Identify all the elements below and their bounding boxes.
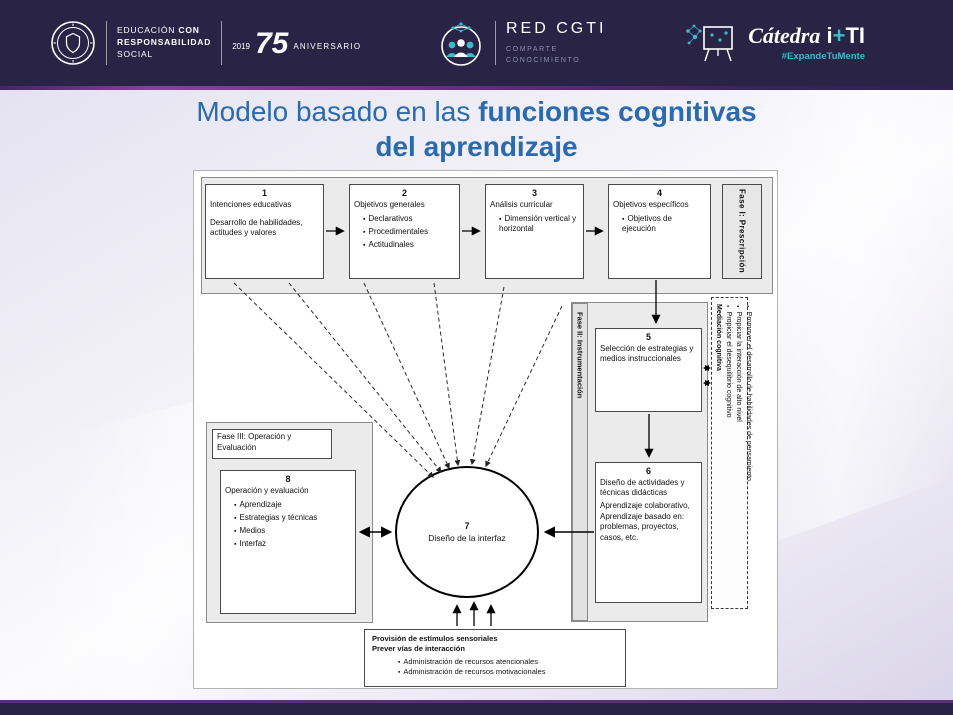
mediacion-cognitiva-content: Mediación cognitiva Propiciar el desequi… (714, 304, 753, 602)
red-cgti-subtitle: COMPARTE CONOCIMIENTO (506, 44, 606, 66)
fase2-label-text: Fase II: Instrumentación (575, 312, 585, 399)
udg-logo-group: EDUCACIÓN CON RESPONSABILIDAD SOCIAL 201… (50, 20, 361, 66)
box-body: Desarrollo de habilidades, actitudes y v… (210, 218, 303, 238)
box-intenciones-educativas: 1 Intenciones educativas Desarrollo de h… (205, 184, 324, 279)
list-item: Administración de recursos motivacionale… (398, 667, 618, 677)
catedra-plus-label: + (832, 23, 846, 48)
box-number: 5 (645, 332, 651, 342)
list-item: Actitudinales (363, 240, 455, 250)
mediacion-cognitiva-box: Mediación cognitiva Propiciar el desequi… (711, 297, 752, 609)
divider (221, 21, 223, 65)
fase2-vertical-label: Fase II: Instrumentación (572, 303, 588, 621)
catedra-iti-text: Cátedra i+TI #ExpandeTuMente (748, 24, 865, 63)
expande-tu-mente-hashtag: #ExpandeTuMente (781, 51, 865, 62)
bottom-box-list: Administración de recursos atencionales … (372, 657, 618, 678)
list-item: Declarativos (363, 214, 455, 224)
title-bold: funciones cognitivas (478, 96, 757, 127)
box-body: Aprendizaje colaborativo, Aprendizaje ba… (600, 501, 690, 542)
red-cgti-logo-group: RED CGTI COMPARTE CONOCIMIENTO (437, 19, 606, 67)
title-regular: Modelo basado en las (196, 96, 471, 127)
box-number: 2 (401, 188, 407, 198)
box-seleccion-estrategias: 5 Selección de estrategias y medios inst… (595, 328, 702, 412)
box-objetivos-generales: 2 Objetivos generales Declarativos Proce… (349, 184, 460, 279)
box-title: Análisis curricular (490, 199, 553, 209)
university-seal-icon (51, 21, 95, 65)
con-label: CON (178, 25, 200, 36)
box-operacion-evaluacion: 8 Operación y evaluación Aprendizaje Est… (220, 470, 356, 614)
divider (106, 21, 107, 65)
box-title: Diseño de actividades y técnicas didácti… (600, 477, 685, 498)
fase1-label-text: Fase I: Prescripción (737, 189, 747, 274)
box-diseno-actividades: 6 Diseño de actividades y técnicas didác… (595, 462, 702, 603)
box-number: 3 (531, 188, 537, 198)
circle-diseno-interfaz: 7 Diseño de la interfaz (395, 466, 539, 598)
box-title: Operación y evaluación (225, 485, 309, 495)
box-number: 4 (656, 188, 662, 198)
catedra-easel-icon (686, 24, 734, 62)
divider (495, 21, 496, 65)
comparte-label: COMPARTE (506, 45, 558, 53)
box-title: Objetivos específicos (613, 199, 689, 209)
list-item: Medios (234, 526, 351, 536)
box-title: Objetivos generales (354, 199, 425, 209)
box-provision-estimulos: Provisión de estímulos sensoriales Preve… (364, 629, 626, 687)
box-list: Dimensión vertical y horizontal (490, 214, 579, 235)
footer-bar (0, 700, 953, 715)
educacion-label: EDUCACIÓN (117, 25, 176, 36)
year-label: 2019 (232, 41, 250, 51)
title-line2: del aprendizaje (375, 131, 578, 162)
box-list: Declarativos Procedimentales Actitudinal… (354, 214, 455, 250)
bottom-box-title1: Provisión de estímulos sensoriales (372, 634, 498, 643)
mediacion-item: Promover el desarrollo de habilidades de… (743, 304, 753, 602)
catedra-title: Cátedra i+TI (748, 24, 865, 48)
box-number: 6 (645, 466, 651, 476)
mediacion-item: Propiciar el desequilibrio cognitivo (723, 304, 733, 602)
list-item: Aprendizaje (234, 500, 351, 510)
list-item: Objetivos de ejecución (622, 214, 706, 235)
box-title: Selección de estrategias y medios instru… (600, 343, 694, 364)
header-accent-line (0, 86, 953, 90)
list-item: Dimensión vertical y horizontal (499, 214, 579, 235)
edu-line1: EDUCACIÓN CON (117, 25, 211, 37)
mediacion-title: Mediación cognitiva (715, 304, 722, 371)
anniversary-label: ANIVERSARIO (293, 41, 362, 51)
red-cgti-people-icon (441, 22, 481, 66)
catedra-script-label: Cátedra (748, 23, 821, 48)
circle-title: Diseño de la interfaz (428, 533, 506, 543)
box-number: 1 (261, 188, 267, 198)
box-list: Objetivos de ejecución (613, 214, 706, 235)
responsabilidad-label: RESPONSABILIDAD (117, 37, 212, 48)
fase1-vertical-label: Fase I: Prescripción (722, 184, 762, 279)
catedra-iti-logo-group: Cátedra i+TI #ExpandeTuMente (682, 21, 865, 65)
bottom-box-title2: Prever vías de interacción (372, 643, 465, 653)
box-objetivos-especificos: 4 Objetivos específicos Objetivos de eje… (608, 184, 711, 279)
circle-number: 7 (464, 521, 470, 531)
list-item: Procedimentales (363, 227, 455, 237)
cognitive-model-diagram: 1 Intenciones educativas Desarrollo de h… (193, 170, 778, 689)
red-cgti-text: RED CGTI COMPARTE CONOCIMIENTO (506, 20, 606, 66)
anniversary-logo: 2019 75 ANIVERSARIO (232, 26, 362, 60)
mediacion-item: Propiciar la interacción de alto nivel (733, 304, 743, 602)
anniversary-number: 75 (254, 26, 289, 60)
box-list: Aprendizaje Estrategias y técnicas Medio… (225, 500, 351, 549)
list-item: Estrategias y técnicas (234, 513, 351, 523)
list-item: Interfaz (234, 539, 351, 549)
responsabilidad-social-text: EDUCACIÓN CON RESPONSABILIDAD SOCIAL (117, 25, 211, 61)
fase3-label: Fase III: Operación y Evaluación (212, 429, 332, 459)
social-label: SOCIAL (117, 48, 153, 59)
catedra-ti-label: TI (845, 23, 865, 48)
list-item: Administración de recursos atencionales (398, 657, 618, 667)
box-analisis-curricular: 3 Análisis curricular Dimensión vertical… (485, 184, 584, 279)
header-bar: EDUCACIÓN CON RESPONSABILIDAD SOCIAL 201… (0, 0, 953, 86)
page-title: Modelo basado en las funciones cognitiva… (0, 94, 953, 164)
red-cgti-title: RED CGTI (506, 19, 607, 37)
conocimiento-label: CONOCIMIENTO (506, 57, 581, 64)
box-title: Intenciones educativas (210, 199, 292, 209)
box-number: 8 (285, 474, 291, 484)
